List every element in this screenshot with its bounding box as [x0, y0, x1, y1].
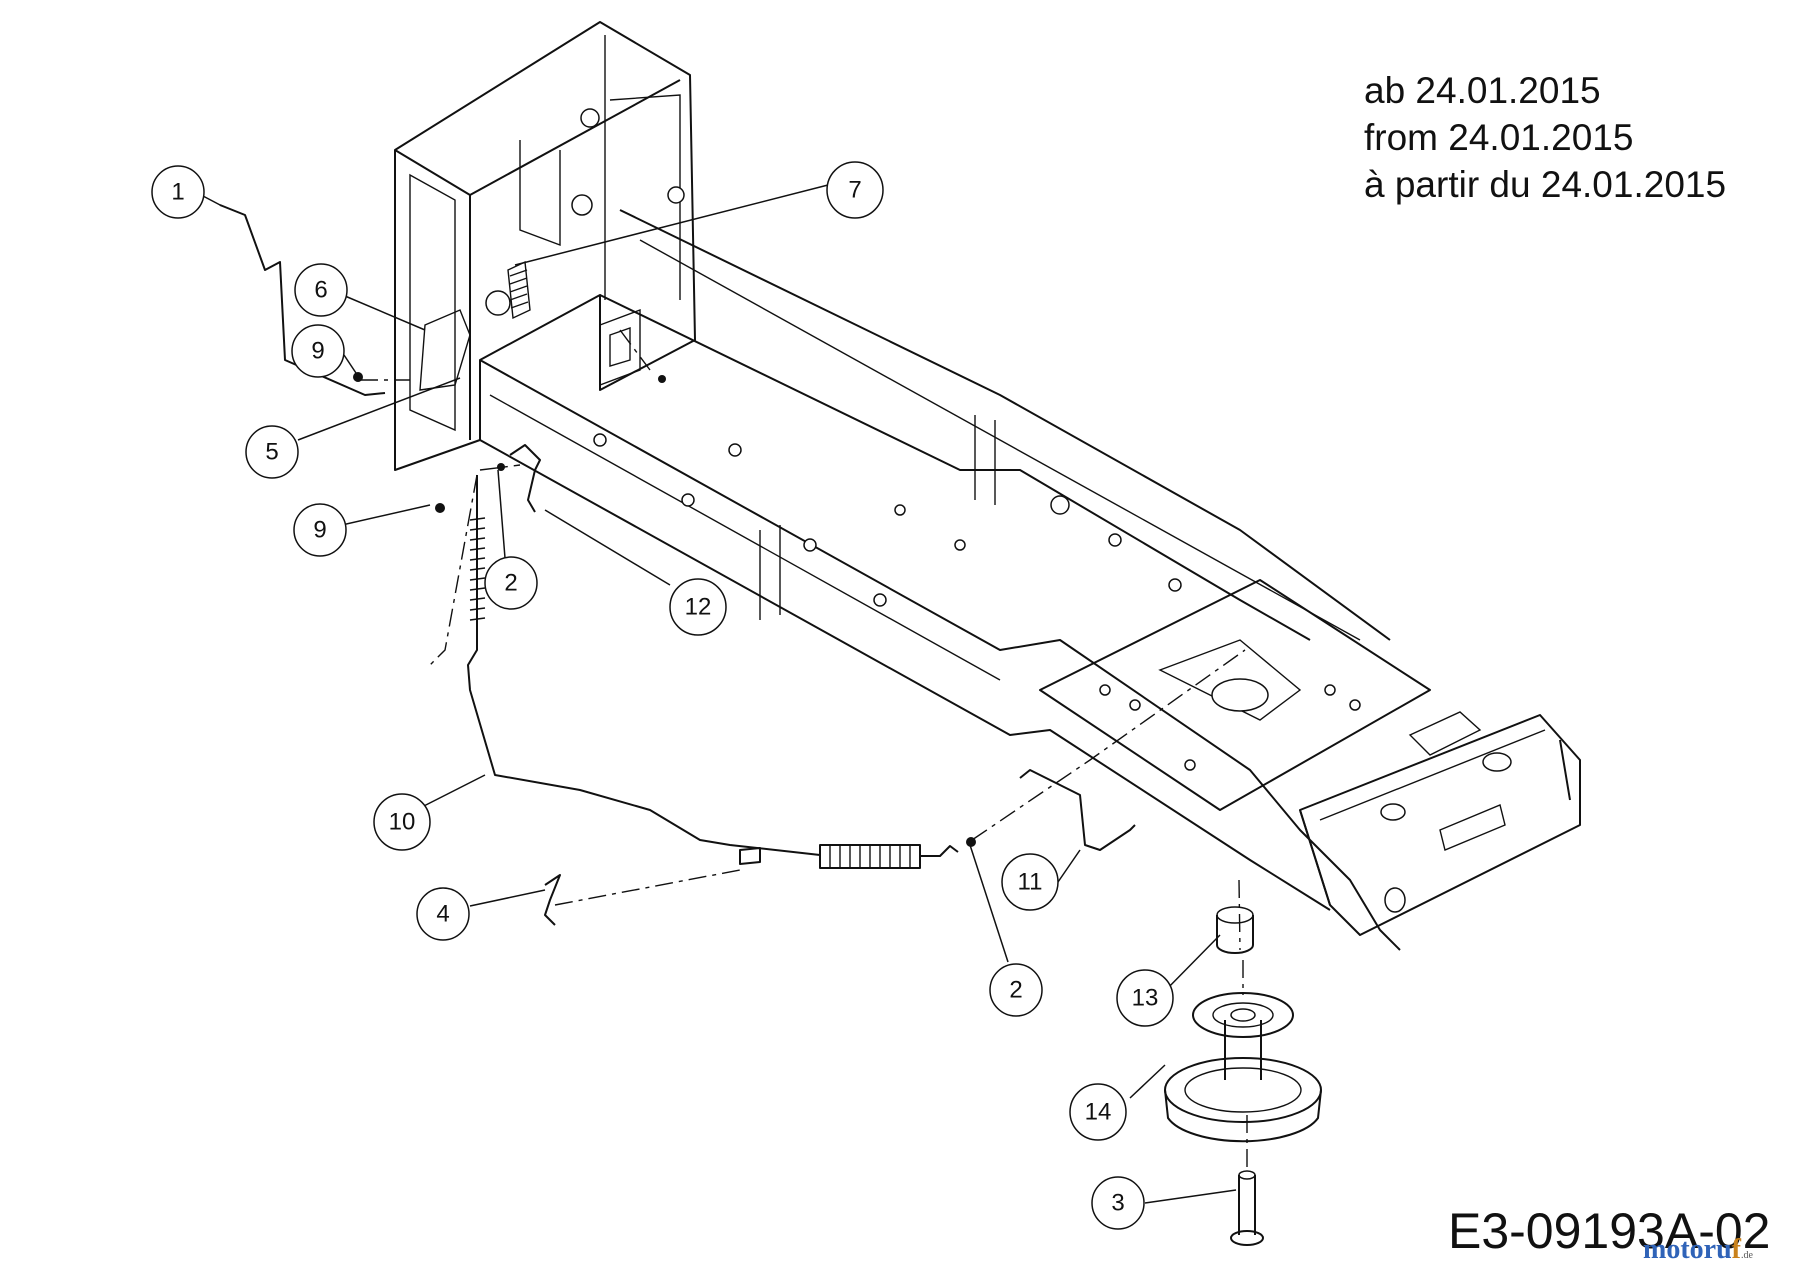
svg-text:6: 6 — [314, 277, 327, 304]
assembly-line-4 — [1238, 879, 1248, 1170]
callout-10: 10 — [373, 793, 431, 851]
assembly-line-6 — [479, 464, 521, 471]
lever-hook — [509, 444, 541, 513]
svg-text:12: 12 — [685, 594, 712, 621]
callout-2-upper: 2 — [484, 556, 538, 610]
callout-leaders — [202, 184, 1237, 1204]
assembly-line-2 — [554, 869, 741, 906]
double-pulley — [1164, 992, 1322, 1143]
validity-note-fr: à partir du 24.01.2015 — [1364, 164, 1727, 205]
callout-4: 4 — [416, 887, 470, 941]
svg-text:3: 3 — [1111, 1190, 1124, 1217]
bolt-small — [658, 375, 666, 383]
svg-text:2: 2 — [1009, 977, 1022, 1004]
clutch-cable — [467, 475, 959, 869]
svg-text:1: 1 — [171, 179, 184, 206]
nut-lower — [435, 503, 445, 513]
svg-text:14: 14 — [1085, 1099, 1112, 1126]
callout-11: 11 — [1001, 853, 1059, 911]
pedal-rod — [1019, 769, 1136, 851]
drawing-number: E3-09193A-02 — [1448, 1203, 1771, 1259]
bushing — [1216, 906, 1254, 954]
watermark-suffix: .de — [1740, 1250, 1753, 1261]
callout-1: 1 — [151, 165, 205, 219]
svg-text:7: 7 — [848, 177, 861, 204]
callout-3: 3 — [1091, 1176, 1145, 1230]
tension-spring — [485, 260, 531, 320]
tractor-frame — [394, 21, 1581, 951]
shift-rod — [219, 204, 386, 396]
svg-text:2: 2 — [504, 570, 517, 597]
callout-9-upper: 9 — [291, 324, 345, 378]
assembly-line-3 — [971, 649, 1246, 841]
assembly-line-1 — [429, 474, 478, 666]
assembly-line-7 — [619, 329, 651, 371]
watermark-brand: motoru — [1643, 1234, 1732, 1265]
bracket — [419, 309, 471, 391]
callout-13: 13 — [1116, 969, 1174, 1027]
callout-9-lower: 9 — [293, 503, 347, 557]
watermark-accent: f — [1731, 1234, 1741, 1265]
callout-6: 6 — [294, 263, 348, 317]
callout-5: 5 — [245, 425, 299, 479]
svg-text:9: 9 — [313, 517, 326, 544]
svg-text:5: 5 — [265, 439, 278, 466]
callout-12: 12 — [669, 578, 727, 636]
callout-7: 7 — [826, 161, 884, 219]
validity-note-en: from 24.01.2015 — [1364, 117, 1634, 158]
svg-text:4: 4 — [436, 901, 449, 928]
validity-note-de: ab 24.01.2015 — [1364, 70, 1601, 111]
svg-text:9: 9 — [311, 338, 324, 365]
shoulder-bolt — [1230, 1170, 1264, 1246]
pin-top — [497, 463, 505, 471]
svg-text:10: 10 — [389, 809, 416, 836]
svg-text:13: 13 — [1132, 985, 1159, 1012]
hair-pin-clip — [544, 874, 561, 926]
watermark-logo: motoruf.de — [1643, 1234, 1753, 1266]
callout-2-lower: 2 — [989, 963, 1043, 1017]
callout-14: 14 — [1069, 1083, 1127, 1141]
svg-text:11: 11 — [1018, 869, 1043, 896]
